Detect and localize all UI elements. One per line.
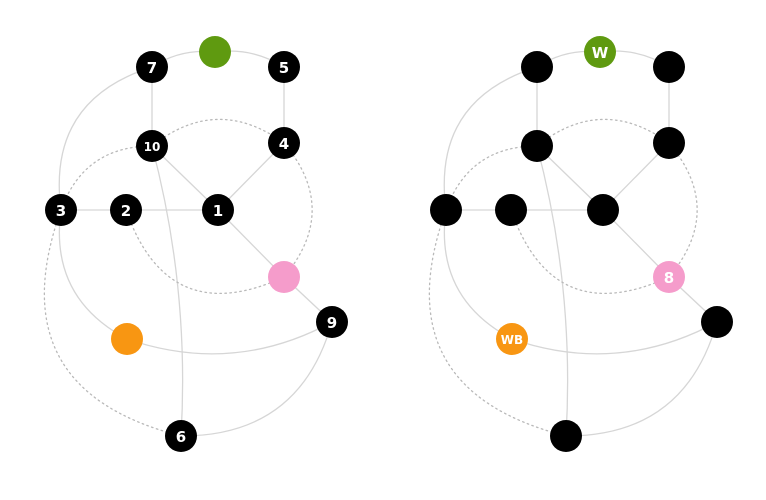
left-node-n7: 7 [136,51,168,83]
right-node-n7 [521,51,553,83]
left-node-label-n10: 10 [144,140,161,154]
right-node-n6 [550,420,582,452]
left-node-label-n6: 6 [176,428,186,446]
right-node-circle-n3 [430,194,462,226]
left-node-ng [199,36,231,68]
right-node-n1 [587,194,619,226]
left-node-circle-n1 [202,194,234,226]
right-node-circle-ng [584,36,616,68]
right-edge-n7-n3 [443,66,538,211]
right-node-circle-n1 [587,194,619,226]
right-node-label-no: WB [501,333,523,347]
left-node-circle-n2 [110,194,142,226]
left-edge-n3-no [58,209,128,340]
right-edge-n9-n6 [565,321,718,437]
right-edge-n10-n4 [536,118,670,147]
left-edge-n7-n3 [58,66,153,211]
right-node-circle-n2 [495,194,527,226]
left-node-label-n7: 7 [147,59,157,77]
right-graph: W 8WB [428,36,733,452]
left-edge-n10-n4 [151,118,285,147]
right-node-ng: W [584,36,616,68]
right-node-circle-np [653,261,685,293]
left-node-circle-n10 [136,130,168,162]
left-node-n1: 1 [202,194,234,226]
left-node-label-n2: 2 [121,202,131,220]
right-node-circle-no [496,323,528,355]
left-edge-n10-n6 [151,145,184,437]
left-edge-n9-n6 [180,321,333,437]
right-edge-n3-no [443,209,513,340]
left-node-circle-n5 [268,51,300,83]
left-node-n9: 9 [316,306,348,338]
left-node-circle-no [111,323,143,355]
left-node-circle-ng [199,36,231,68]
right-node-np: 8 [653,261,685,293]
right-edge-n4-np [668,142,698,278]
left-node-label-n4: 4 [279,135,289,153]
left-node-label-n9: 9 [327,314,337,332]
left-node-circle-n4 [268,127,300,159]
right-node-n9 [701,306,733,338]
right-node-n10 [521,130,553,162]
left-node-n2: 2 [110,194,142,226]
right-node-no: WB [496,323,528,355]
left-node-circle-n9 [316,306,348,338]
left-edge-n3-n6 [43,209,182,437]
left-edge-n4-np [283,142,313,278]
right-edge-n2-np [510,209,670,295]
left-node-circle-np [268,261,300,293]
left-node-n4: 4 [268,127,300,159]
right-node-label-np: 8 [664,269,674,287]
left-node-label-n5: 5 [279,59,289,77]
left-edge-no-n9 [126,321,333,355]
right-node-label-ng: W [592,44,609,62]
right-node-n2 [495,194,527,226]
left-node-n10: 10 [136,130,168,162]
right-edge-n10-n6 [536,145,569,437]
left-graph: 7 5 10 4 3 2 1 9 6 [43,36,348,452]
right-node-n3 [430,194,462,226]
left-edge-n2-np [125,209,285,295]
left-node-label-n3: 3 [56,202,66,220]
right-node-n4 [653,127,685,159]
left-node-no [111,323,143,355]
left-node-circle-n6 [165,420,197,452]
right-edge-n3-n6 [428,209,567,437]
left-node-circle-n3 [45,194,77,226]
right-edge-no-n9 [511,321,718,355]
right-node-circle-n10 [521,130,553,162]
right-node-circle-n5 [653,51,685,83]
left-node-np [268,261,300,293]
right-node-circle-n4 [653,127,685,159]
left-node-label-n1: 1 [213,202,223,220]
left-node-n6: 6 [165,420,197,452]
left-node-n5: 5 [268,51,300,83]
right-node-circle-n9 [701,306,733,338]
left-node-n3: 3 [45,194,77,226]
right-node-circle-n6 [550,420,582,452]
right-node-n5 [653,51,685,83]
right-node-circle-n7 [521,51,553,83]
left-node-circle-n7 [136,51,168,83]
